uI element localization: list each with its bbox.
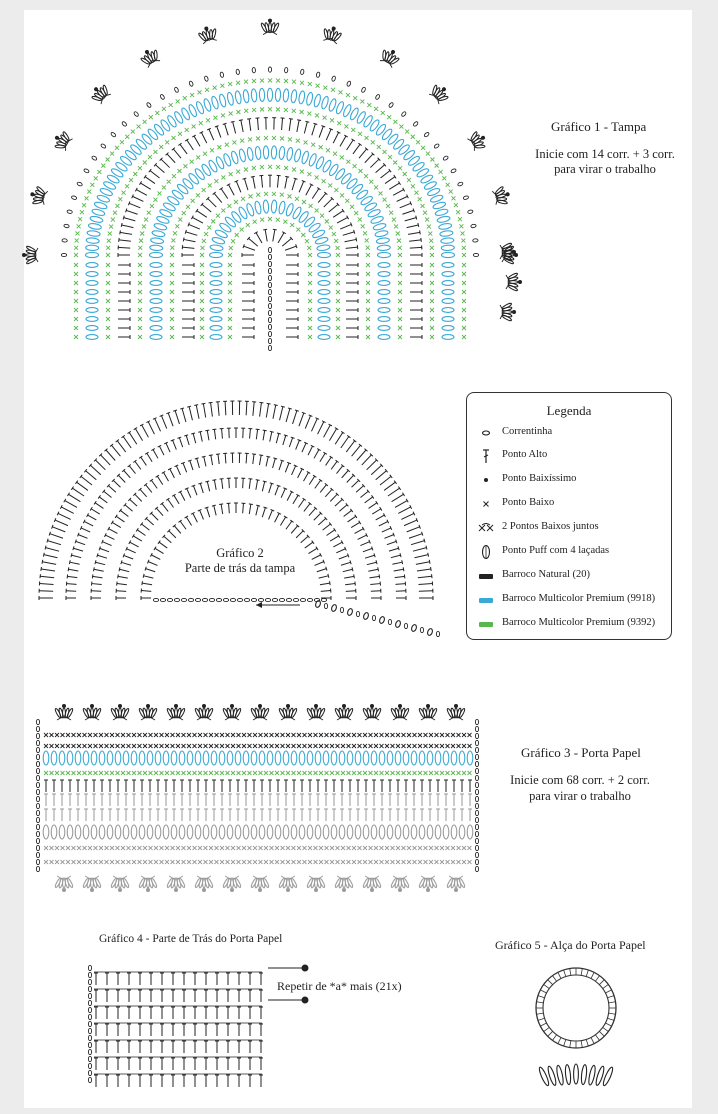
chart3-diagram xyxy=(35,704,480,892)
chart2-title: Gráfico 2 xyxy=(216,546,264,560)
legend-item-yarn-natural: Barroco Natural (20) xyxy=(467,566,671,586)
single-crochet-icon xyxy=(477,496,495,512)
legend-item-label: Barroco Natural (20) xyxy=(502,569,591,580)
legend-item-yarn-9918: Barroco Multicolor Premium (9918) xyxy=(467,590,671,610)
legend-item-label: Correntinha xyxy=(502,426,553,437)
chart4-diagram xyxy=(87,964,309,1087)
chart1-instruction-line2: para virar o trabalho xyxy=(554,162,656,176)
chart4-title: Gráfico 4 - Parte de Trás do Porta Papel xyxy=(99,933,283,945)
yarn-swatch-icon xyxy=(477,568,495,584)
yarn-swatch-icon xyxy=(477,592,495,608)
chart3-instruction-line2: para virar o trabalho xyxy=(529,789,631,803)
legend-item-puff: Ponto Puff com 4 laçadas xyxy=(467,542,671,562)
chart4-repeat-note: Repetir de *a* mais (21x) xyxy=(277,979,402,993)
chart3-title: Gráfico 3 - Porta Papel xyxy=(521,745,641,760)
legend-item-label: Barroco Multicolor Premium (9918) xyxy=(502,593,656,604)
chart5-title: Gráfico 5 - Alça do Porta Papel xyxy=(495,938,646,952)
legend-item-label: Ponto Alto xyxy=(502,449,548,460)
slip-stitch-icon xyxy=(477,472,495,488)
legend-box: Legenda Correntinha Ponto Alto Ponto Bai… xyxy=(466,392,672,640)
puff-stitch-icon xyxy=(477,544,495,560)
legend-item-label: Ponto Baixíssimo xyxy=(502,473,577,484)
chart1-title: Gráfico 1 - Tampa xyxy=(551,119,647,134)
legend-item-label: 2 Pontos Baixos juntos xyxy=(502,521,599,532)
legend-item-label: Barroco Multicolor Premium (9392) xyxy=(502,617,656,628)
legend-item-label: Ponto Baixo xyxy=(502,497,555,508)
chart1-instruction-line1: Inicie com 14 corr. + 3 corr. xyxy=(535,147,675,161)
legend-item-chain: Correntinha xyxy=(467,423,671,443)
legend-title: Legenda xyxy=(546,403,592,418)
double-crochet-icon xyxy=(477,448,495,464)
legend-item-yarn-9392: Barroco Multicolor Premium (9392) xyxy=(467,614,671,634)
yarn-swatch-icon xyxy=(477,616,495,632)
chart3-instruction-line1: Inicie com 68 corr. + 2 corr. xyxy=(510,773,650,787)
legend-item-double-crochet: Ponto Alto xyxy=(467,446,671,466)
legend-item-slip-stitch: Ponto Baixíssimo xyxy=(467,470,671,490)
chart2-diagram xyxy=(38,400,441,638)
legend-item-sc2tog: 2 Pontos Baixos juntos xyxy=(467,518,671,538)
legend-item-label: Ponto Puff com 4 laçadas xyxy=(502,545,610,556)
chart5-diagram xyxy=(535,967,617,1087)
chart1-diagram xyxy=(22,18,522,352)
chain-stitch-icon xyxy=(477,425,495,441)
legend-item-single-crochet: Ponto Baixo xyxy=(467,494,671,514)
chart2-subtitle: Parte de trás da tampa xyxy=(184,561,296,575)
sc2tog-icon xyxy=(477,520,495,536)
